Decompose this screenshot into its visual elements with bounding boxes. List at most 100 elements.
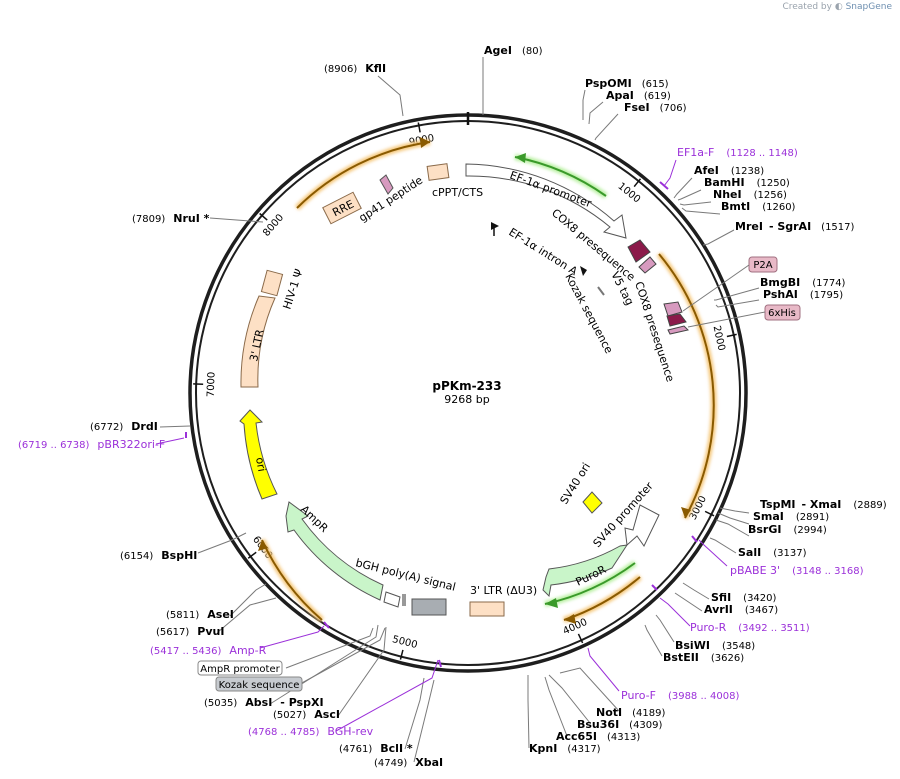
- scale-tick: [726, 333, 737, 338]
- cppt-box: [426, 163, 450, 181]
- intron-end-marker: [580, 266, 587, 276]
- site-absi[interactable]: (5035)AbsI- PspXI: [204, 696, 324, 709]
- site-acc65i[interactable]: Acc65I(4313): [556, 730, 640, 743]
- bgh-polya-box: [411, 598, 447, 616]
- ef1a-promoter-label: EF-1α promoter: [508, 169, 594, 211]
- kozak-marker: [597, 286, 605, 296]
- site-avrii[interactable]: AvrII(3467): [704, 603, 778, 616]
- site-nrui[interactable]: (7809)NruI *: [132, 212, 210, 225]
- cox8-presequence-arrow-a: [627, 239, 651, 263]
- puror-arrow: [542, 544, 629, 598]
- kozak-tag[interactable]: [215, 676, 303, 692]
- boxed-labels: P2A 6xHis AmpR promoter Kozak sequence: [197, 256, 801, 692]
- site-kpni[interactable]: KpnI(4317): [529, 742, 601, 755]
- feature-rre: RRE: [322, 191, 362, 225]
- site-nhei[interactable]: NheI(1256): [713, 188, 787, 201]
- sv40-ori-box: [582, 491, 603, 514]
- site-sfii[interactable]: SfiI(3420): [711, 591, 777, 604]
- primer-puro-r[interactable]: Puro-R(3492 .. 3511): [690, 621, 810, 634]
- ltr3-du3-label: 3' LTR (ΔU3): [470, 584, 537, 597]
- snapgene-credit: Created by ◐ SnapGene: [782, 2, 892, 12]
- scale-tick-label: 5000: [391, 634, 418, 651]
- scale-tick-label: 7000: [206, 372, 218, 398]
- cppt-label: cPPT/CTS: [432, 186, 483, 199]
- ltr3-box: [240, 295, 276, 388]
- scale-tick: [399, 649, 404, 660]
- his-label: 6xHis: [768, 308, 796, 319]
- ef1a-intron-label: EF-1α intron A: [506, 226, 580, 279]
- orf-upper-arc: [294, 139, 431, 211]
- site-mrei[interactable]: MreI- SgrAI(1517): [735, 220, 855, 233]
- his-tag-arrow: [667, 325, 689, 335]
- site-bsrgi[interactable]: BsrGI(2994): [748, 523, 827, 536]
- site-drdi[interactable]: (6772)DrdI: [90, 420, 158, 433]
- ori-label: ori: [253, 456, 268, 472]
- site-bsiwi[interactable]: BsiWI(3548): [675, 639, 755, 652]
- site-pshai[interactable]: PshAI(1795): [763, 288, 843, 301]
- site-smai[interactable]: SmaI(2891): [753, 510, 829, 523]
- ampr-promoter-arrow: [383, 591, 401, 608]
- primer-pbr322ori-f[interactable]: (6719 .. 6738)pBR322ori-F: [18, 438, 165, 451]
- scale-tick: [577, 633, 584, 644]
- plasmid-length: 9268 bp: [444, 393, 489, 406]
- site-kfli[interactable]: (8906)KflI: [324, 62, 386, 75]
- ampr-promoter-label: AmpR promoter: [200, 664, 280, 675]
- v5-tag-arrow: [638, 256, 657, 274]
- ampr-arrow: [285, 501, 384, 601]
- gp41-peptide-arrow: [379, 174, 394, 195]
- site-xbai[interactable]: (4749)XbaI: [374, 756, 443, 769]
- scale-tick: [259, 212, 268, 221]
- primer-amp-r[interactable]: (5417 .. 5436)Amp-R: [150, 644, 267, 657]
- sv40-promoter-arrow: [624, 504, 660, 547]
- site-afei[interactable]: AfeI(1238): [694, 164, 764, 177]
- site-tspmi[interactable]: TspMI- XmaI(2889): [760, 498, 887, 511]
- ampr-promoter-tag[interactable]: [197, 660, 283, 676]
- hiv-psi-label: HIV-1 Ψ: [280, 267, 305, 311]
- p2a-tag[interactable]: [748, 256, 778, 273]
- scale-tick-label: 2000: [711, 325, 727, 352]
- his-leader: [687, 311, 766, 328]
- site-apai[interactable]: ApaI(619): [606, 89, 671, 102]
- site-bmgbi[interactable]: BmgBI(1774): [760, 276, 846, 289]
- primer-lines: [155, 159, 728, 732]
- scale-tick: [417, 122, 421, 133]
- primer-pbabe3[interactable]: pBABE 3'(3148 .. 3168): [730, 564, 864, 577]
- scale-tick: [247, 551, 257, 559]
- primer-puro-f[interactable]: Puro-F(3988 .. 4008): [621, 689, 739, 702]
- site-bsu36i[interactable]: Bsu36I(4309): [577, 718, 663, 731]
- site-noti[interactable]: NotI(4189): [596, 706, 665, 719]
- primer-bgh-rev[interactable]: (4768 .. 4785)BGH-rev: [248, 725, 374, 738]
- cox8-presequence-label-a: COX8 presequence: [549, 206, 638, 283]
- site-bcli[interactable]: (4761)BclI *: [339, 742, 413, 755]
- scale-tick: [704, 510, 715, 517]
- site-fsei[interactable]: FseI(706): [624, 101, 687, 114]
- primer-labels: EF1a-F(1128 .. 1148) (6719 .. 6738)pBR32…: [18, 146, 864, 738]
- snapgene-logo-icon: ◐: [834, 2, 843, 12]
- site-asci[interactable]: (5027)AscI: [273, 708, 340, 721]
- ltr3-du3-box: [469, 601, 505, 617]
- ori-arrow: [239, 409, 278, 500]
- scale-tick: [633, 178, 642, 188]
- scale-tick-label: 1000: [616, 181, 643, 206]
- site-pvui[interactable]: (5617)PvuI: [156, 625, 224, 638]
- site-bmti[interactable]: BmtI(1260): [721, 200, 796, 213]
- kozak-sequence-label: Kozak sequence: [562, 271, 615, 356]
- primer-ef1a-f[interactable]: EF1a-F(1128 .. 1148): [677, 146, 798, 159]
- site-bamhi[interactable]: BamHI(1250): [704, 176, 790, 189]
- kozak-small-box: [402, 594, 406, 606]
- plasmid-name: pPKm-233: [432, 379, 501, 393]
- ef1a-promoter-arrow: [465, 163, 627, 239]
- site-agei[interactable]: AgeI(80): [484, 44, 543, 57]
- site-pspomi[interactable]: PspOMI(615): [585, 77, 669, 90]
- site-asei[interactable]: (5811)AseI: [166, 608, 234, 621]
- site-bsteii[interactable]: BstEII(3626): [663, 651, 744, 664]
- kozak-tag-label: Kozak sequence: [219, 680, 300, 691]
- site-sali[interactable]: SalI(3137): [738, 546, 807, 559]
- gp41-peptide-label: gp41 peptide: [357, 174, 426, 225]
- orf-arcs: [258, 137, 717, 624]
- restriction-sites: AgeI(80) (8906)KflI PspOMI(615) ApaI(619…: [90, 44, 887, 769]
- p2a-label: P2A: [753, 260, 772, 271]
- site-bsphi[interactable]: (6154)BspHI: [120, 549, 197, 562]
- p2a-leader: [682, 264, 750, 312]
